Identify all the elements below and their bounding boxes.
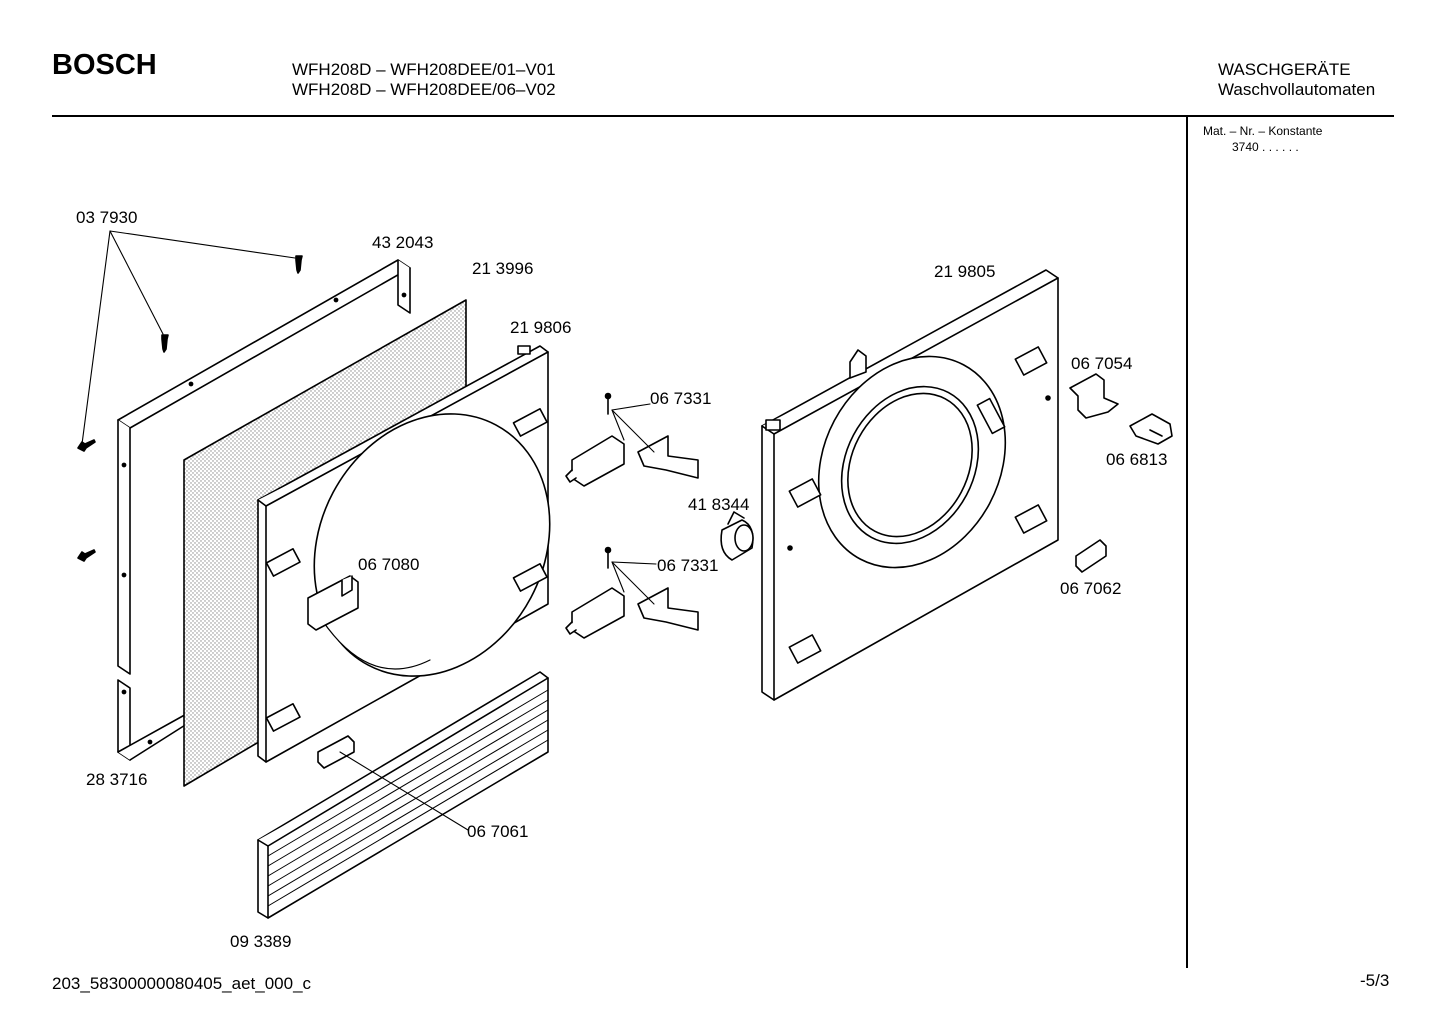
part-label-06-7331-top: 06 7331 <box>650 389 712 408</box>
inner-panel-21-9806 <box>257 345 551 763</box>
part-label-21-9806: 21 9806 <box>510 318 572 337</box>
material-number-heading: Mat. – Nr. – Konstante <box>1203 124 1323 138</box>
leader-03-7930 <box>81 230 296 445</box>
part-label-06-7331-bottom: 06 7331 <box>657 556 719 575</box>
model-line-1: WFH208D – WFH208DEE/01–V01 <box>292 60 556 79</box>
lock-06-7080 <box>307 575 359 631</box>
part-label-09-3389: 09 3389 <box>230 932 292 951</box>
leader-06-7061 <box>339 751 469 831</box>
part-label-06-7061: 06 7061 <box>467 822 529 841</box>
part-label-06-7062: 06 7062 <box>1060 579 1122 598</box>
sleeve-41-8344 <box>720 511 754 561</box>
brand-logo: BOSCH <box>52 49 157 81</box>
cap-06-7061 <box>317 735 355 769</box>
page-number: -5/3 <box>1360 971 1390 990</box>
cover-06-7062 <box>1075 539 1107 573</box>
hinge-06-7331-bottom <box>565 546 699 639</box>
part-label-28-3716: 28 3716 <box>86 770 148 789</box>
frame-28-3716 <box>117 679 191 761</box>
part-label-21-3996: 21 3996 <box>472 259 534 278</box>
catch-06-7054 <box>1069 373 1119 419</box>
part-label-21-9805: 21 9805 <box>934 262 996 281</box>
document-id: 203_58300000080405_aet_000_c <box>52 974 312 993</box>
header-divider <box>52 115 1394 117</box>
screw-icon <box>77 255 303 562</box>
part-label-06-7080: 06 7080 <box>358 555 420 574</box>
model-line-2: WFH208D – WFH208DEE/06–V02 <box>292 80 556 99</box>
part-label-41-8344: 41 8344 <box>688 495 750 514</box>
hinge-06-7331-top <box>565 392 699 487</box>
category-subtitle: Waschvollautomaten <box>1218 80 1376 99</box>
frame-43-2043 <box>117 259 411 675</box>
category-title: WASCHGERÄTE <box>1218 60 1351 79</box>
kick-panel-09-3389 <box>257 671 549 919</box>
sidebar-divider <box>1186 116 1188 968</box>
material-number-value: 3740 . . . . . . <box>1232 140 1299 154</box>
part-label-06-7054: 06 7054 <box>1071 354 1133 373</box>
part-label-06-6813: 06 6813 <box>1106 450 1168 469</box>
front-panel-21-9805 <box>761 269 1059 701</box>
part-label-43-2043: 43 2043 <box>372 233 434 252</box>
handle-06-6813 <box>1129 413 1173 445</box>
leader-06-7331-bottom <box>611 561 657 605</box>
leader-06-7331-top <box>611 403 655 453</box>
part-label-03-7930: 03 7930 <box>76 208 138 227</box>
